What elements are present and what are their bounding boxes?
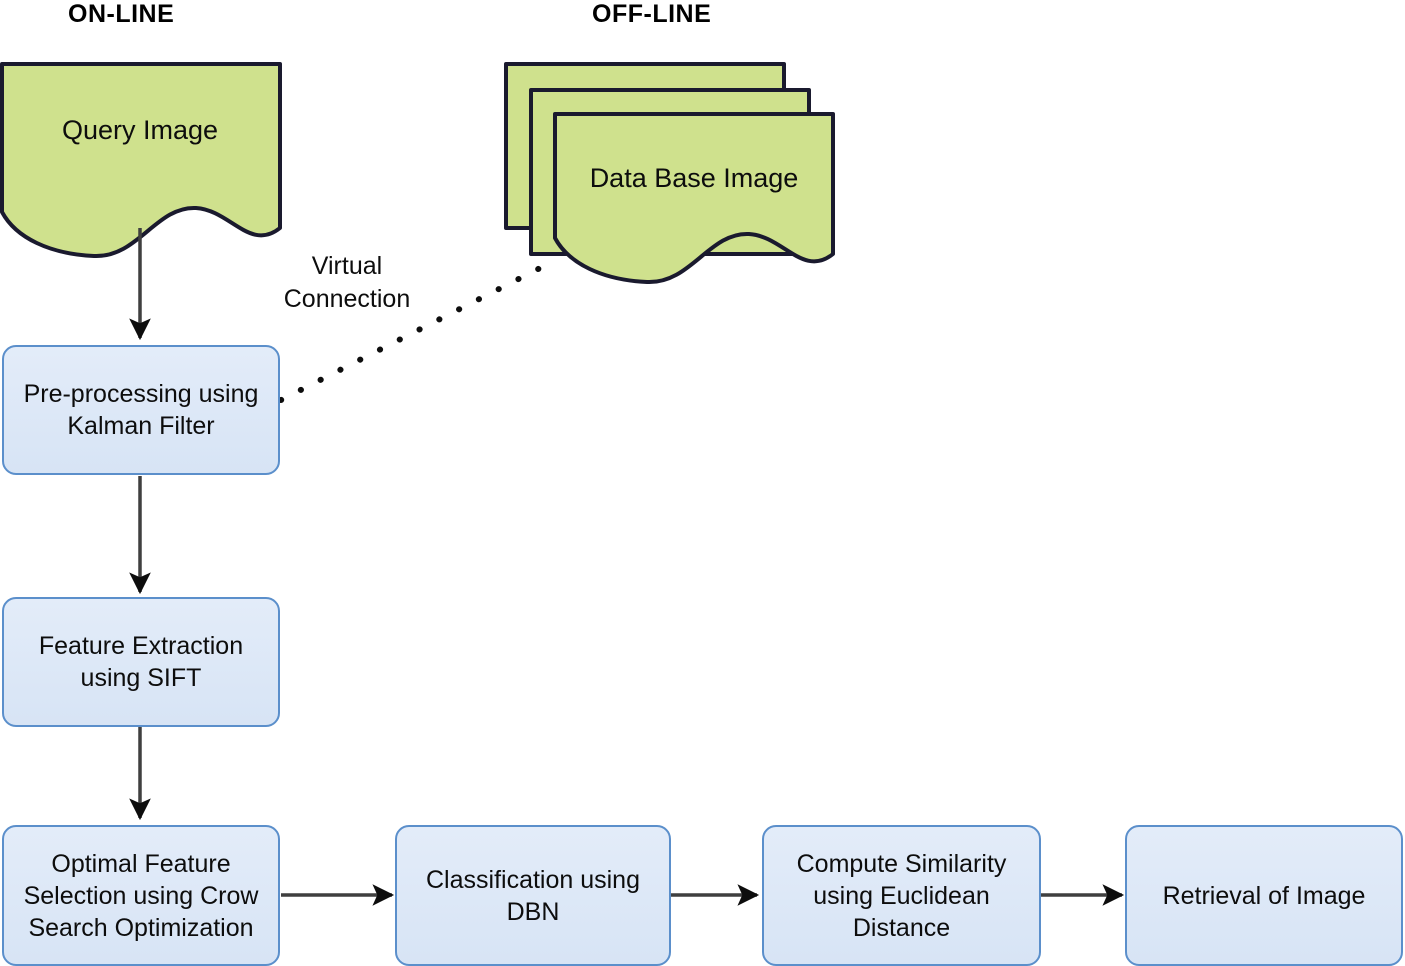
document-label-query-image: Query Image bbox=[61, 115, 219, 145]
process-box-classification[interactable]: Classification using DBN bbox=[395, 825, 671, 966]
process-label-retrieval: Retrieval of Image bbox=[1162, 881, 1366, 910]
process-box-compute-similarity[interactable]: Compute Similarity using Euclidean Dista… bbox=[762, 825, 1041, 966]
section-title-online: ON-LINE bbox=[68, 0, 175, 28]
process-label-compute-similarity: Compute Similarity using Euclidean Dista… bbox=[796, 849, 1007, 942]
process-box-optimal-feature-selection[interactable]: Optimal Feature Selection using Crow Sea… bbox=[2, 825, 280, 966]
document-label-data-base-image: Data Base Image bbox=[589, 163, 799, 193]
document-shape-icon bbox=[0, 62, 282, 259]
process-box-pre-processing[interactable]: Pre-processing using Kalman Filter bbox=[2, 345, 280, 475]
process-label-optimal-feature-selection: Optimal Feature Selection using Crow Sea… bbox=[23, 849, 259, 942]
process-label-feature-extraction: Feature Extraction using SIFT bbox=[38, 632, 244, 692]
document-query-image bbox=[0, 60, 286, 260]
process-box-retrieval[interactable]: Retrieval of Image bbox=[1125, 825, 1403, 966]
process-box-feature-extraction[interactable]: Feature Extraction using SIFT bbox=[2, 597, 280, 727]
document-stack-data-base-image bbox=[500, 58, 840, 290]
section-title-offline: OFF-LINE bbox=[592, 0, 712, 28]
process-label-classification: Classification using DBN bbox=[426, 865, 640, 926]
edge-label-virtual-connection: Virtual Connection bbox=[283, 252, 411, 313]
document-stack-shape-icon bbox=[504, 62, 835, 285]
process-label-pre-processing: Pre-processing using Kalman Filter bbox=[23, 380, 259, 440]
